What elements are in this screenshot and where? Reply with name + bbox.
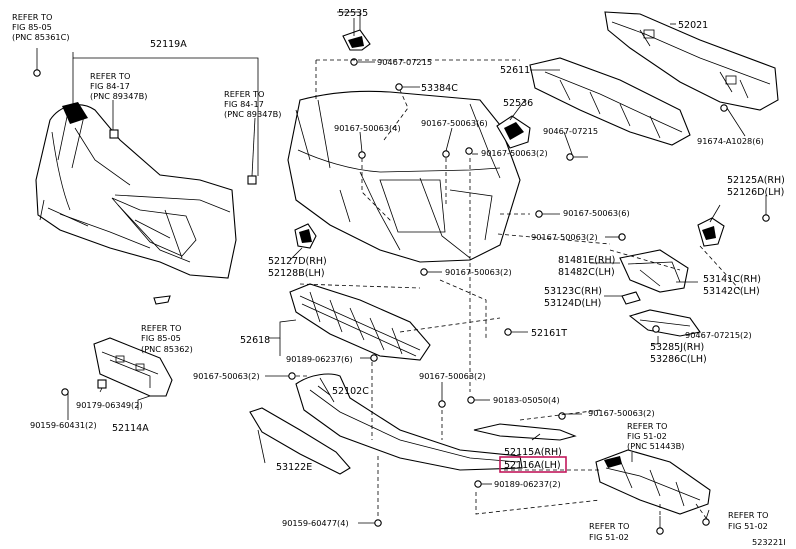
bracket-52115A (473, 423, 577, 441)
ref-85361C-line1: REFER TO (12, 12, 52, 22)
label-90167-50063-4: 90167-50063(4) (334, 123, 401, 133)
ref-51-02-bottom-line1: REFER TO (589, 521, 629, 531)
label-90159-60431-2: 90159-60431(2) (30, 420, 97, 430)
moulding-53122E (249, 407, 351, 475)
label-53142C-lh: 53142C(LH) (703, 286, 760, 297)
ref-89347B-left-line2: FIG 84-17 (90, 81, 130, 91)
label-91674-a1028: 91674-A1028(6) (697, 136, 764, 146)
clip-85362 (153, 295, 171, 305)
bumper-reinforcement-52021 (604, 11, 779, 111)
label-90167-50063-2b: 90167-50063(2) (531, 232, 598, 242)
label-53384C: 53384C (421, 83, 458, 94)
ref-85361C-line3: (PNC 85361C) (12, 32, 70, 42)
label-90167-50063-2c: 90167-50063(2) (445, 267, 512, 277)
label-53123C-rh: 53123C(RH) (544, 286, 602, 297)
label-90167-50063-2e: 90167-50063(2) (419, 371, 486, 381)
label-52611: 52611 (500, 65, 530, 76)
label-90179-06349-2: 90179-06349(2) (76, 400, 143, 410)
side-bumper-cover-52119A (35, 102, 237, 279)
part-number-labels: 52535 52021 52119A 90467-07215 53384C 52… (30, 8, 786, 547)
label-90189-06237-6: 90189-06237(6) (286, 354, 353, 364)
ref-51443B-line2: FIG 51-02 (627, 431, 667, 441)
ref-51-02-right-line2: FIG 51-02 (728, 521, 768, 531)
clip-53123C (621, 291, 641, 305)
seal-53285J (628, 309, 701, 337)
label-52021: 52021 (678, 20, 708, 31)
ref-89347B-left-line1: REFER TO (90, 71, 130, 81)
label-52618: 52618 (240, 335, 270, 346)
fog-lamp-bracket-81481E (619, 249, 689, 293)
label-90167-50063-2d: 90167-50063(2) (193, 371, 260, 381)
label-52114A: 52114A (112, 423, 149, 434)
label-52119A: 52119A (150, 39, 187, 50)
label-90189-06237-2: 90189-06237(2) (494, 479, 561, 489)
lower-grille-52618 (289, 283, 431, 361)
label-81481E-rh: 81481E(RH) (558, 255, 615, 266)
assembly-dash-lines (296, 59, 741, 519)
ref-85361C-line2: FIG 85-05 (12, 22, 52, 32)
ref-85362-line1: REFER TO (141, 323, 181, 333)
label-90167-50063-2a: 90167-50063(2) (481, 148, 548, 158)
label-53122E: 53122E (276, 462, 312, 473)
label-90467-07215-top: 90467-07215 (377, 57, 432, 67)
label-52115A-rh: 52115A(RH) (504, 447, 562, 458)
label-90183-05050-4: 90183-05050(4) (493, 395, 560, 405)
label-52535: 52535 (338, 8, 368, 19)
bracket-52127D (294, 223, 317, 249)
reference-notes: REFER TO FIG 85-05 (PNC 85361C) REFER TO… (12, 12, 768, 542)
leader-lines (36, 11, 767, 528)
label-52536: 52536 (503, 98, 533, 109)
energy-absorber-52611 (529, 57, 691, 146)
label-53286C-lh: 53286C(LH) (650, 354, 707, 365)
ref-85362-line3: (PNC 85362) (141, 344, 193, 354)
label-53141C-rh: 53141C(RH) (703, 274, 761, 285)
label-81482C-lh: 81482C(LH) (558, 267, 615, 278)
label-53285J-rh: 53285J(RH) (650, 342, 704, 353)
ref-89347B-right-line1: REFER TO (224, 89, 264, 99)
label-52161T: 52161T (531, 328, 567, 339)
label-90467-07215-mid: 90467-07215 (543, 126, 598, 136)
label-52125A-rh: 52125A(RH) (727, 175, 785, 186)
ref-51443B-line3: (PNC 51443B) (627, 441, 684, 451)
diagram-id: 523221I (752, 537, 786, 547)
label-90167-50063-6a: 90167-50063(6) (421, 118, 488, 128)
label-52127D-rh: 52127D(RH) (268, 256, 327, 267)
ref-85362-line2: FIG 85-05 (141, 333, 181, 343)
ref-89347B-right-line2: FIG 84-17 (224, 99, 264, 109)
label-52102C: 52102C (332, 386, 369, 397)
ref-51-02-right-line1: REFER TO (728, 510, 768, 520)
license-bracket-52114A (93, 337, 173, 397)
ref-51-02-bottom-line2: FIG 51-02 (589, 532, 629, 542)
engine-under-cover (595, 449, 711, 515)
retainer-52535 (342, 29, 371, 51)
label-53124D-lh: 53124D(LH) (544, 298, 601, 309)
label-90467-07215-2: 90467-07215(2) (685, 330, 752, 340)
label-52126D-lh: 52126D(LH) (727, 187, 784, 198)
bumper-cover (287, 90, 521, 263)
ref-89347B-left-line3: (PNC 89347B) (90, 91, 147, 101)
label-90159-60477-4: 90159-60477(4) (282, 518, 349, 528)
label-52128B-lh: 52128B(LH) (268, 268, 325, 279)
label-90167-50063-2f: 90167-50063(2) (588, 408, 655, 418)
label-52116A-lh: 52116A(LH) (504, 460, 561, 471)
ref-89347B-right-line3: (PNC 89347B) (224, 109, 281, 119)
retainer-52536 (496, 115, 531, 149)
ref-51443B-line1: REFER TO (627, 421, 667, 431)
highlight-box-52116A (499, 456, 567, 473)
bracket-52125A (697, 217, 725, 247)
label-90167-50063-6b: 90167-50063(6) (563, 208, 630, 218)
